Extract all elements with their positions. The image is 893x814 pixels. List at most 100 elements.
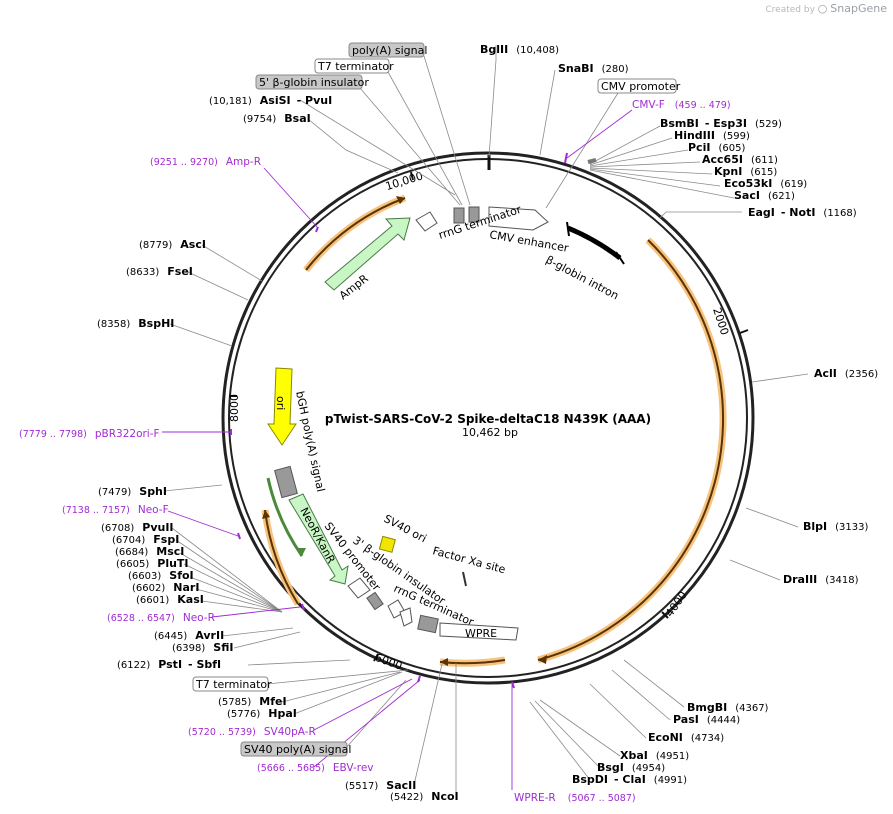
enzyme-bsphi: (8358)BspHI (97, 317, 174, 330)
tick-6000: 6000 (373, 651, 404, 673)
ori-arrow (267, 367, 297, 446)
factor-xa-mark (462, 571, 467, 587)
box-t7-terminator-top (314, 58, 390, 74)
box-5-beta-globin-insulator-label: 5' β-globin insulator (259, 76, 369, 89)
enzyme-hindiii: HindIII(599) (674, 129, 750, 142)
tick-2000: 2000 (710, 306, 731, 337)
box-cmv-promoter-label: CMV promoter (601, 80, 681, 93)
insulator-box-3 (366, 591, 384, 611)
box-5-beta-globin-insulator (255, 74, 363, 90)
enzyme-sacii: (5517)SacII (345, 779, 416, 792)
box-leaders (266, 55, 619, 749)
watermark-created-by: Created by (765, 5, 815, 15)
box-sv40-polya-signal-label: SV40 poly(A) signal (244, 743, 351, 756)
primer-labels: CMV-F(459 .. 479) (9251 .. 9270)Amp-R (7… (19, 99, 731, 804)
enzyme-bglii: BglII(10,408) (480, 43, 559, 56)
feature-wpre: WPRE (465, 627, 497, 640)
enzyme-eagi: EagI- NotI(1168) (748, 206, 857, 219)
enzyme-acc65i: Acc65I(611) (702, 153, 778, 166)
insulator-box-1 (453, 207, 465, 224)
sv40-promoter-arrow (347, 577, 371, 599)
enzyme-bsai: (9754)BsaI (243, 112, 311, 125)
insulator-box-2 (468, 206, 480, 223)
box-cmv-promoter (597, 78, 677, 94)
enzyme-psti: (6122)PstI- SbfI (117, 658, 221, 671)
sv40-ori-box (378, 535, 396, 553)
enzyme-kpni: KpnI(615) (714, 165, 777, 178)
enzyme-blpi: BlpI(3133) (803, 520, 868, 533)
plasmid-length: 10,462 bp (462, 426, 518, 439)
enzyme-mfei: (5785)MfeI (218, 695, 287, 708)
enzyme-bspdi: BspDI- ClaI(4991) (572, 773, 687, 786)
enzyme-kasi: (6601)KasI (136, 593, 204, 606)
enzyme-sphi: (7479)SphI (98, 485, 167, 498)
primer-ebv-rev: (5666 .. 5685)EBV-rev (257, 762, 374, 774)
box-poly-a-signal-label: poly(A) signal (352, 44, 427, 57)
boxed-labels: poly(A) signal T7 terminator 5' β-globin… (192, 42, 681, 757)
enzyme-nari: (6602)NarI (132, 581, 199, 594)
enzyme-avrii: (6445)AvrII (154, 629, 224, 642)
enzyme-sfii: (6398)SfiI (172, 641, 233, 654)
box-poly-a-signal (348, 42, 425, 58)
enzyme-labels-left: (10,181)AsiSI- PvuI (9754)BsaI (8779)Asc… (97, 94, 459, 803)
enzyme-bsmbi: BsmBI- Esp3I(529) (660, 117, 782, 130)
rrng-terminator-arrow (415, 211, 438, 232)
wpre-arrow (439, 622, 519, 641)
tick-8000: 8000 (228, 394, 241, 422)
cmv-enhancer-arrow (488, 206, 549, 231)
enzyme-pcii: PciI(605) (688, 141, 745, 154)
primer-pbr322ori-f: (7779 .. 7798)pBR322ori-F (19, 428, 160, 440)
center-title: pTwist-SARS-CoV-2 Spike-deltaC18 N439K (… (325, 412, 651, 439)
enzyme-leaders (163, 45, 809, 797)
feature-factor-xa: Factor Xa site (431, 544, 507, 576)
enzyme-labels-right: BglII(10,408) SnaBI(280) BsmBI- Esp3I(52… (480, 43, 878, 786)
feature-cmv-enhancer: CMV enhancer (488, 228, 569, 255)
box-sv40-polya-signal (240, 741, 348, 757)
coverage-arcs (261, 194, 727, 667)
beta-globin-intron-bar (567, 225, 622, 260)
enzyme-saci: SacI(621) (734, 189, 795, 202)
enzyme-econi: EcoNI(4734) (648, 731, 724, 744)
enzyme-msci: (6684)MscI (115, 545, 184, 558)
bgh-polya-box (274, 465, 298, 499)
enzyme-asci: (8779)AscI (139, 238, 206, 251)
neor-kanr-arrow (288, 493, 349, 585)
primer-cmv-f: CMV-F(459 .. 479) (632, 99, 731, 111)
neo-primer-arc (266, 477, 304, 557)
enzyme-acli: AclI(2356) (814, 367, 878, 380)
feature-ori: ori (274, 396, 287, 410)
enzyme-bmgbi: BmgBI(4367) (687, 701, 769, 714)
box-t7-terminator-top-label: T7 terminator (317, 60, 394, 73)
enzyme-draiii: DraIII(3418) (783, 573, 859, 586)
snapgene-logo-icon: ○ (817, 2, 828, 15)
wpre-side-box (417, 614, 439, 634)
primer-neo-r: (6528 .. 6547)Neo-R (107, 612, 215, 624)
primer-neo-f: (7138 .. 7157)Neo-F (62, 504, 169, 516)
primer-sv40pa-r: (5720 .. 5739)SV40pA-R (188, 726, 316, 738)
ampr-arrow (324, 217, 411, 291)
backbone-outer-ring (221, 151, 755, 685)
enzyme-snabi: SnaBI(280) (558, 62, 629, 75)
enzyme-xbai: XbaI(4951) (620, 749, 689, 762)
primer-amp-r: (9251 .. 9270)Amp-R (150, 156, 261, 168)
backbone (221, 151, 755, 685)
box-t7-terminator-bottom (192, 676, 269, 692)
enzyme-bsgi: BsgI(4954) (597, 761, 665, 774)
enzyme-pasi: PasI(4444) (673, 713, 740, 726)
enzyme-pvuii: (6708)PvuII (101, 521, 174, 534)
plasmid-name: pTwist-SARS-CoV-2 Spike-deltaC18 N439K (… (325, 412, 651, 426)
enzyme-pluti: (6605)PluTI (116, 557, 189, 570)
primer-wpre-r: WPRE-R(5067 .. 5087) (514, 792, 636, 804)
feature-bgh-polya: bGH poly(A) signal (293, 390, 327, 493)
watermark-brand: SnapGene (830, 2, 887, 15)
enzyme-fspi: (6704)FspI (112, 533, 179, 546)
enzyme-eco53ki: Eco53kI(619) (724, 177, 807, 190)
enzyme-sfoi: (6603)SfoI (128, 569, 194, 582)
enzyme-hpai: (5776)HpaI (227, 707, 297, 720)
enzyme-fsei: (8633)FseI (126, 265, 193, 278)
box-t7-terminator-bottom-label: T7 terminator (195, 678, 272, 691)
enzyme-ncoi: (5422)NcoI (390, 790, 459, 803)
feature-beta-globin-intron: β-globin intron (544, 253, 621, 302)
